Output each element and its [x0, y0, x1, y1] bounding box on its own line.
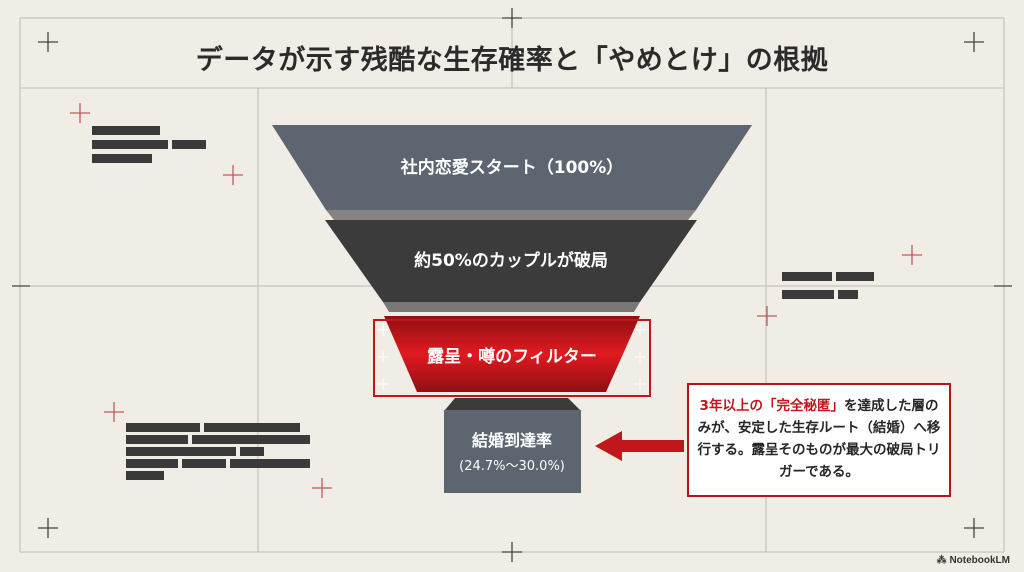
- funnel-stage-4-label: 結婚到達率: [472, 431, 552, 450]
- page-title: データが示す残酷な生存確率と「やめとけ」の根拠: [195, 45, 829, 76]
- watermark-label: NotebookLM: [949, 555, 1010, 566]
- callout-text-lead: 3年以上の: [699, 398, 763, 414]
- funnel-stage-1-shape: [272, 125, 752, 210]
- notebook-logo-icon: ⁂: [936, 555, 950, 566]
- stage-3-corner-marks: [377, 324, 646, 390]
- red-plus-marks: [70, 103, 922, 498]
- funnel-stage-4-rate: (24.7%〜30.0%): [459, 459, 565, 474]
- arrow-left-icon: [595, 431, 684, 461]
- funnel-stage-3-shape: [384, 316, 640, 392]
- callout-highlight: 「完全秘匿」: [762, 398, 844, 414]
- notebooklm-watermark: ⁂ NotebookLM: [937, 555, 1010, 566]
- funnel-stage-3-label: 露呈・噂のフィルター: [427, 346, 597, 367]
- funnel-stage-1-label: 社内恋愛スタート（100%）: [400, 157, 624, 178]
- callout-box: 3年以上の「完全秘匿」を達成した層のみが、安定した生存ルート（結婚）へ移行する。…: [687, 383, 951, 497]
- callout-text-body: を達成した層のみが、安定した生存ルート（結婚）へ移行する。露呈そのものが最大の破…: [697, 398, 941, 480]
- funnel-stage-2-label: 約50%のカップルが破局: [414, 250, 608, 271]
- funnel-stage-2-shape: [325, 220, 697, 302]
- stage-3-highlight-frame: [373, 319, 651, 397]
- funnel-stage-4-shape: [444, 410, 581, 493]
- crosshair-marks: [12, 8, 1012, 562]
